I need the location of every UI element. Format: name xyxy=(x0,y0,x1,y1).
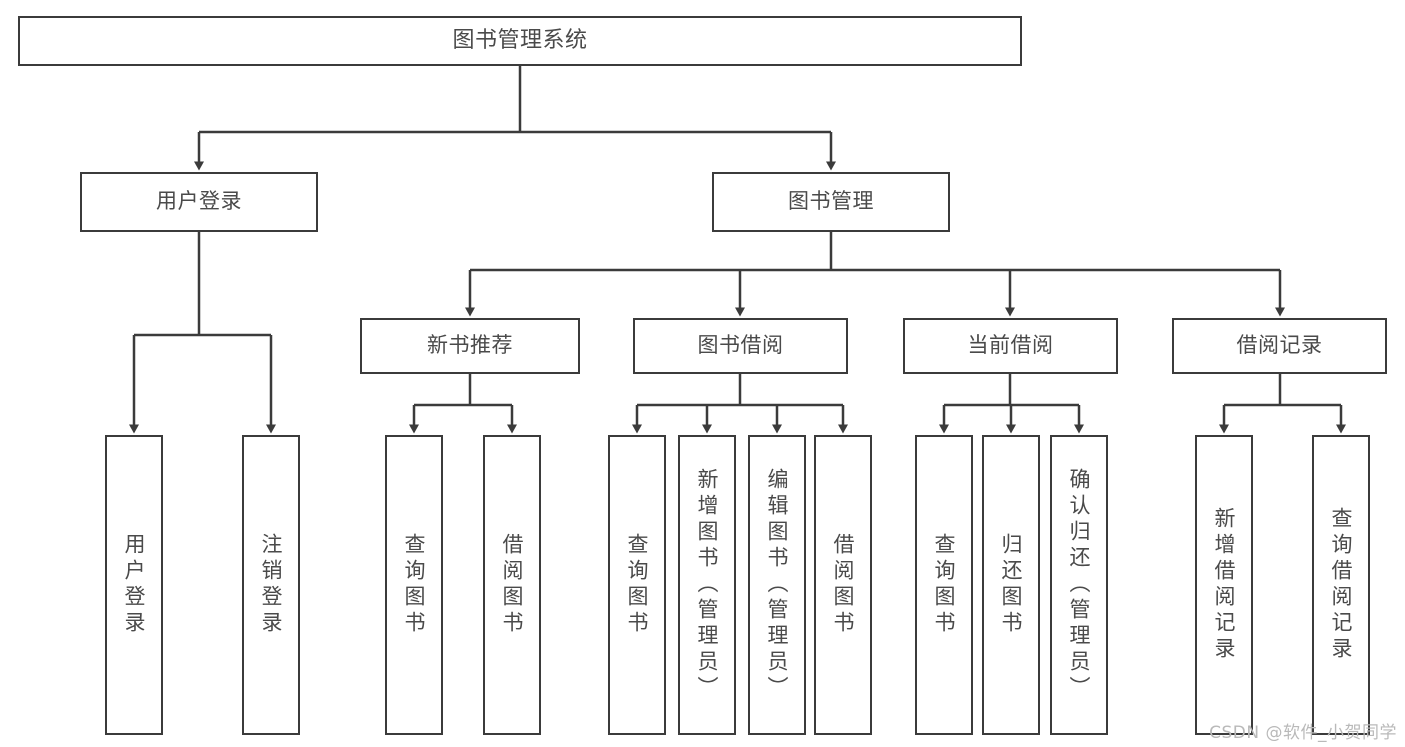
node-label: 新增借阅记录 xyxy=(1212,507,1237,663)
node-label: 确认归还（管理员） xyxy=(1067,468,1092,702)
leaf-user-login[interactable]: 用户登录 xyxy=(105,435,163,735)
node-book-management[interactable]: 图书管理 xyxy=(712,172,950,232)
node-label: 借阅图书 xyxy=(831,533,856,637)
leaf-borrow-book[interactable]: 借阅图书 xyxy=(814,435,872,735)
node-borrow-records[interactable]: 借阅记录 xyxy=(1172,318,1387,374)
node-current-borrow[interactable]: 当前借阅 xyxy=(903,318,1118,374)
node-label: 用户登录 xyxy=(122,533,147,637)
node-label: 编辑图书（管理员） xyxy=(765,468,790,702)
node-root-system[interactable]: 图书管理系统 xyxy=(18,16,1022,66)
node-label: 当前借阅 xyxy=(967,333,1054,358)
node-new-book-recommend[interactable]: 新书推荐 xyxy=(360,318,580,374)
node-label: 新增图书（管理员） xyxy=(695,468,720,702)
node-label: 图书管理 xyxy=(788,189,874,214)
node-label: 借阅记录 xyxy=(1236,333,1323,358)
leaf-borrow-book-recommend[interactable]: 借阅图书 xyxy=(483,435,541,735)
node-book-borrow[interactable]: 图书借阅 xyxy=(633,318,848,374)
leaf-edit-book-admin[interactable]: 编辑图书（管理员） xyxy=(748,435,806,735)
node-label: 用户登录 xyxy=(156,189,242,214)
node-label: 新书推荐 xyxy=(427,333,513,358)
leaf-query-borrow-record[interactable]: 查询借阅记录 xyxy=(1312,435,1370,735)
leaf-query-book-recommend[interactable]: 查询图书 xyxy=(385,435,443,735)
node-label: 归还图书 xyxy=(999,533,1024,637)
leaf-add-book-admin[interactable]: 新增图书（管理员） xyxy=(678,435,736,735)
leaf-user-logout[interactable]: 注销登录 xyxy=(242,435,300,735)
leaf-return-book[interactable]: 归还图书 xyxy=(982,435,1040,735)
node-label: 图书管理系统 xyxy=(452,27,588,53)
node-label: 查询借阅记录 xyxy=(1329,507,1354,663)
node-label: 注销登录 xyxy=(259,533,284,637)
node-label: 查询图书 xyxy=(625,533,650,637)
node-label: 查询图书 xyxy=(402,533,427,637)
leaf-query-book-borrow[interactable]: 查询图书 xyxy=(608,435,666,735)
leaf-add-borrow-record[interactable]: 新增借阅记录 xyxy=(1195,435,1253,735)
node-label: 查询图书 xyxy=(932,533,957,637)
watermark-text: CSDN @软件_小贺同学 xyxy=(1209,723,1397,743)
leaf-confirm-return-admin[interactable]: 确认归还（管理员） xyxy=(1050,435,1108,735)
node-label: 借阅图书 xyxy=(500,533,525,637)
node-user-login[interactable]: 用户登录 xyxy=(80,172,318,232)
leaf-query-book-current[interactable]: 查询图书 xyxy=(915,435,973,735)
node-label: 图书借阅 xyxy=(697,333,784,358)
